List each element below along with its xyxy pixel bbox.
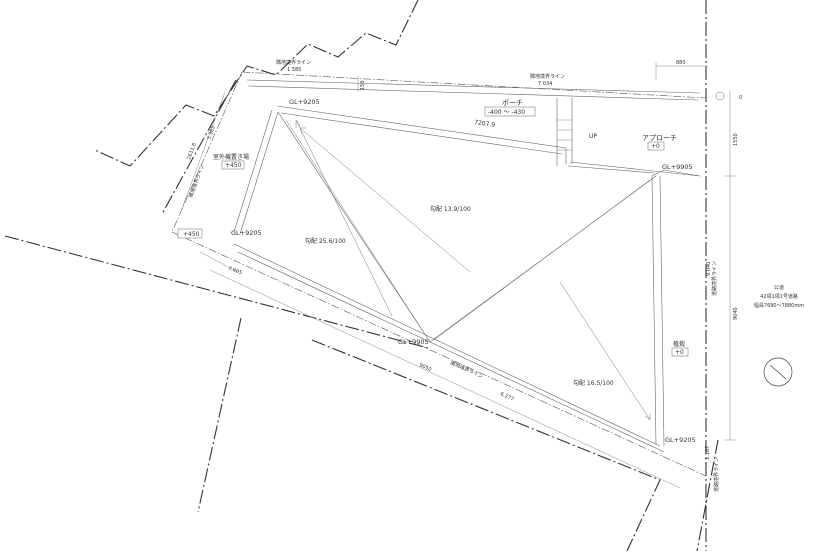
level-gl-bottom-right: GL+9205 (665, 436, 696, 444)
approach-level: +0 (651, 143, 660, 150)
dim-9050-label: 9050 (418, 362, 432, 373)
planting-level: +0 (675, 349, 684, 356)
dim-2611-label: 2611.6 (186, 142, 198, 160)
boundary-right-bottom-value: 1.167 (705, 446, 711, 460)
neighbor-line-upper-left (94, 0, 419, 167)
slope-arrow-1 (299, 127, 471, 273)
boundary-top-left-value: 1.585 (287, 67, 301, 73)
site-boundary-top (241, 71, 707, 99)
dim-9040-label: 9040 (733, 307, 739, 320)
dim-9050 (209, 269, 681, 489)
boundary-bottom-value: 6.277 (499, 391, 515, 402)
dimension-lines (179, 62, 736, 489)
dim-150-label: 150 (360, 80, 366, 90)
level-labels: GL+9205 GL+9205 GL+9905 GL+9905 GL+9205 (231, 98, 696, 444)
dim-880-label: 880 (676, 60, 686, 66)
approach-name: アプローチ (642, 134, 677, 142)
north-circle (763, 357, 793, 387)
platform-bottom-outer (233, 243, 661, 447)
boundary-top-left-label: 隣地境界ライン (276, 59, 311, 66)
dim-1550-label: 1550 (733, 133, 739, 146)
neighbor-line-road-lower (696, 439, 719, 552)
north-marker (715, 91, 793, 387)
left-level-box: +450 (177, 228, 203, 239)
porch-range: -400 〜 -430 (488, 109, 525, 116)
road-line-3: 幅員7690〜7880mm (754, 302, 804, 309)
road-line-2: 42項1項1号道路 (760, 293, 798, 300)
neighbor-line-mid-left (4, 235, 429, 349)
planting-name: 植栽 (673, 340, 685, 348)
site-boundary-bottom (171, 231, 707, 477)
road-line-1: 公道 (774, 284, 784, 291)
slope-labels: 勾配 13.9/100 勾配 25.6/100 勾配 16.5/100 (305, 205, 614, 387)
level-gl-mid-left: GL+9205 (231, 229, 262, 237)
approach-edge (569, 161, 701, 177)
planting-level-box: +0 (671, 347, 689, 357)
platform-top-inner (247, 85, 699, 101)
area-labels: ポーチ -400 〜 -430 アプローチ +0 室外機置き場 +450 +45… (177, 99, 689, 357)
triangle-diag (277, 111, 657, 343)
level-gl-bottom: GL+9905 (398, 338, 429, 346)
boundary-left-value: 3.385 (206, 125, 217, 141)
porch-edge-upper (276, 105, 567, 164)
outdoor-unit-level: +450 (225, 162, 242, 169)
boundary-right-bottom-label: 道路境界ライン (713, 457, 720, 492)
platform-outline (233, 79, 701, 453)
marker-labels: UP 0 (589, 95, 742, 140)
neighbor-line-lower (311, 339, 661, 552)
left-level: +450 (183, 231, 200, 238)
boundary-lower-left-value: 2.605 (227, 265, 243, 276)
dimension-labels: 880 150 7207.9 2611.6 1550 9040 9050 (186, 60, 739, 373)
slope-label-1: 勾配 13.9/100 (430, 205, 471, 213)
site-boundary-left (171, 71, 243, 233)
level-gl-right: GL+9905 (662, 163, 693, 171)
slope-arrow-2 (295, 119, 393, 317)
platform-top-right (651, 169, 701, 177)
porch-name: ポーチ (502, 99, 523, 107)
dim-7207-label: 7207.9 (474, 119, 496, 129)
dim-left-lower (199, 251, 239, 273)
zero-label: 0 (739, 95, 742, 101)
slope-arrow-4-head (644, 414, 651, 421)
platform-left-inner (239, 111, 279, 235)
road-info: 公道 42項1項1号道路 幅員7690〜7880mm (754, 284, 804, 309)
datum-circle (715, 91, 725, 101)
neighbor-line-left-short (161, 79, 237, 215)
platform-right-inner (659, 175, 665, 447)
approach-level-box: +0 (647, 141, 665, 151)
approach-edge-inner (567, 165, 656, 174)
dim-2611 (179, 91, 226, 215)
outdoor-unit-name: 室外機置き場 (213, 153, 249, 161)
platform-right-outer (651, 175, 657, 445)
slope-arrow-2-head (295, 119, 301, 128)
boundary-right-top-label: 道路境界ライン (711, 261, 718, 296)
neighbor-lines (4, 0, 719, 552)
platform-top-outer (246, 79, 701, 94)
slope-arrows (285, 119, 651, 421)
porch-range-box: -400 〜 -430 (484, 106, 536, 117)
slope-label-2: 勾配 25.6/100 (305, 237, 346, 245)
level-gl-top-left: GL+9205 (289, 98, 320, 106)
north-line (769, 364, 787, 380)
platform-left-outer (233, 109, 273, 233)
slope-label-3: 勾配 16.5/100 (573, 379, 614, 387)
platform-bottom-inner (237, 251, 665, 453)
up-label: UP (589, 133, 597, 140)
outdoor-unit-level-box: +450 (221, 160, 245, 170)
boundary-bottom-label: 隣地境界ライン (449, 359, 484, 380)
slope-arrow-5 (433, 179, 651, 341)
neighbor-line-lower-left (197, 317, 242, 513)
slope-arrow-3 (285, 119, 431, 343)
slope-arrow-4 (559, 281, 651, 421)
boundary-top-right-value: 7.034 (538, 81, 552, 87)
boundary-right-top-value: 9.040 (706, 262, 712, 276)
site-boundary (171, 71, 707, 477)
boundary-top-right-label: 隣地境界ライン (530, 73, 565, 80)
porch-edge-lower (280, 112, 563, 155)
